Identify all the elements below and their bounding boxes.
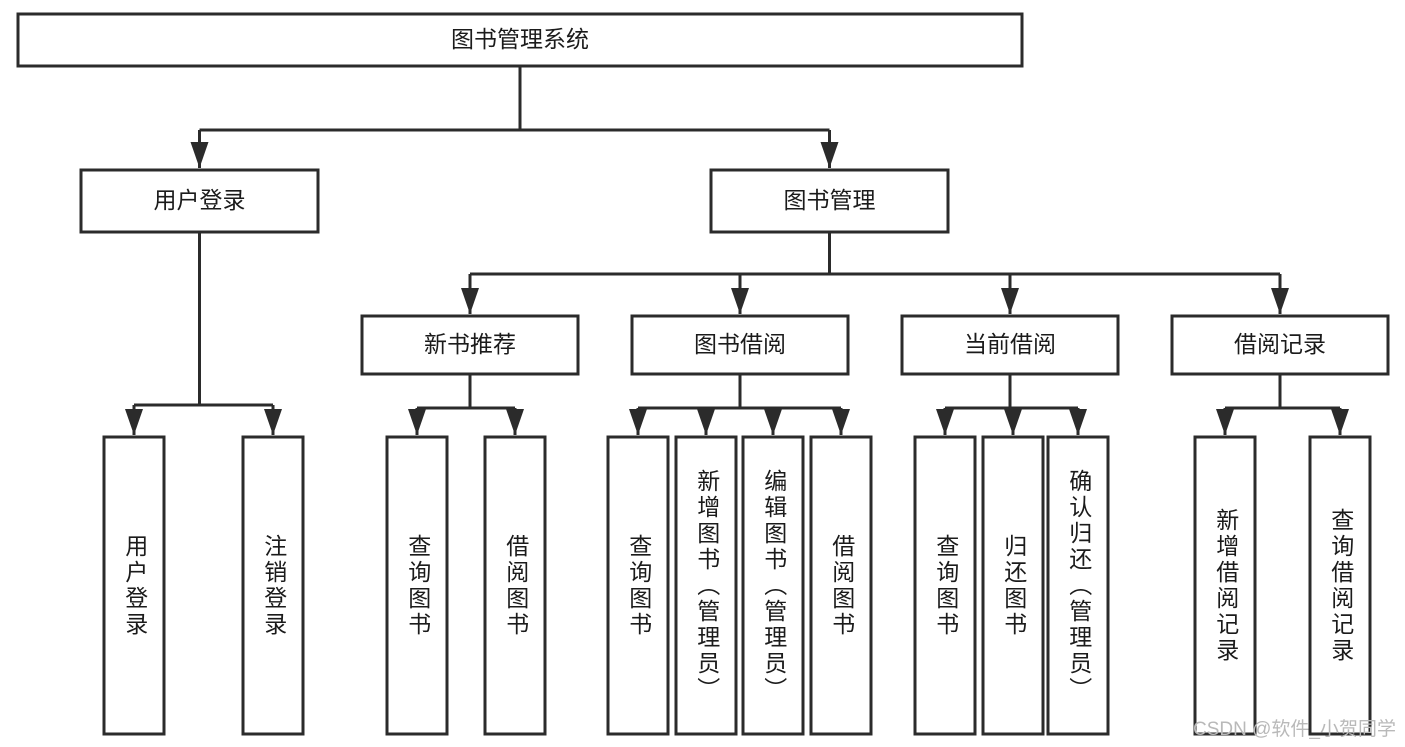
node-box-current-borrow[interactable]	[900, 314, 1120, 376]
arrow-head-icon	[190, 142, 209, 168]
node-box-leaf-return-book[interactable]	[981, 435, 1045, 736]
arrow-head-icon	[1069, 409, 1087, 435]
node-box-borrow-record[interactable]	[1170, 314, 1390, 376]
arrow-head-icon	[125, 409, 143, 435]
node-box-leaf-query-book-3[interactable]	[913, 435, 977, 736]
boxes-layer	[16, 12, 1390, 736]
arrow-head-icon	[506, 409, 524, 435]
node-box-leaf-add-borrow-record[interactable]	[1193, 435, 1257, 736]
node-box-leaf-user-login[interactable]	[102, 435, 166, 736]
node-label-borrow-record: 借阅记录	[1234, 331, 1326, 357]
arrow-head-icon	[1216, 409, 1234, 435]
node-label-current-borrow: 当前借阅	[964, 331, 1056, 357]
arrow-head-icon	[408, 409, 426, 435]
node-label-book-borrow: 图书借阅	[694, 331, 786, 357]
arrow-head-icon	[264, 409, 282, 435]
arrow-head-icon	[1004, 409, 1022, 435]
arrow-head-icon	[832, 409, 850, 435]
csdn-watermark: CSDN @软件_小贺同学	[1193, 719, 1396, 740]
arrow-head-icon	[1001, 288, 1019, 314]
node-box-leaf-query-book-1[interactable]	[385, 435, 449, 736]
arrow-head-icon	[764, 409, 782, 435]
node-box-leaf-logout-login[interactable]	[241, 435, 305, 736]
node-label-user-login: 用户登录	[154, 187, 246, 213]
node-box-leaf-borrow-book-2[interactable]	[809, 435, 873, 736]
arrow-head-icon	[629, 409, 647, 435]
node-box-leaf-add-book-admin[interactable]	[674, 435, 738, 736]
arrow-head-icon	[731, 288, 749, 314]
node-box-leaf-query-borrow-record[interactable]	[1308, 435, 1372, 736]
arrow-head-icon	[697, 409, 715, 435]
arrow-head-icon	[820, 142, 839, 168]
node-box-leaf-edit-book-admin[interactable]	[741, 435, 805, 736]
node-label-book-manage: 图书管理	[784, 187, 876, 213]
node-box-user-login[interactable]	[79, 168, 320, 234]
node-box-book-borrow[interactable]	[630, 314, 850, 376]
node-box-book-manage[interactable]	[709, 168, 950, 234]
arrow-head-icon	[936, 409, 954, 435]
arrow-head-icon	[1271, 288, 1289, 314]
connectors-layer	[125, 66, 1349, 435]
node-label-new-book-recommend: 新书推荐	[424, 331, 516, 357]
arrow-head-icon	[461, 288, 479, 314]
node-box-leaf-confirm-return-admin[interactable]	[1046, 435, 1110, 736]
node-box-root[interactable]	[16, 12, 1024, 68]
node-box-leaf-borrow-book-1[interactable]	[483, 435, 547, 736]
node-box-leaf-query-book-2[interactable]	[606, 435, 670, 736]
arrow-head-icon	[1331, 409, 1349, 435]
node-box-new-book-recommend[interactable]	[360, 314, 580, 376]
node-label-root: 图书管理系统	[451, 26, 589, 52]
